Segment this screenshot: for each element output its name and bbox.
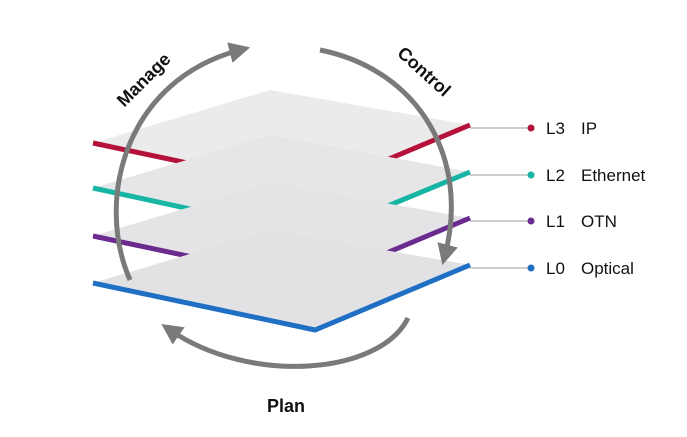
layer-plane-l0 [93, 230, 470, 330]
legend-code-l2: L2 [546, 166, 565, 185]
legend-code-l3: L3 [546, 119, 565, 138]
control-arrow [319, 47, 458, 266]
legend-name-l1: OTN [581, 212, 617, 231]
legend-dot-l3 [527, 124, 535, 132]
manage-label: Manage [113, 49, 175, 111]
plan-arrow [161, 316, 411, 369]
legend-dot-l1 [527, 217, 535, 225]
layer-planes [92, 90, 471, 333]
legend-dot-l0 [527, 264, 535, 272]
plan-label: Plan [267, 396, 305, 416]
legend-dot-l2 [527, 171, 535, 179]
layer-legend: L3 IP L2 Ethernet L1 OTN L0 Optical [470, 119, 646, 278]
manage-arrow [113, 42, 251, 282]
legend-name-l2: Ethernet [581, 166, 646, 185]
legend-code-l1: L1 [546, 212, 565, 231]
cycle-arrows [113, 42, 458, 369]
legend-name-l3: IP [581, 119, 597, 138]
legend-code-l0: L0 [546, 259, 565, 278]
layer-edge-l0 [92, 262, 471, 333]
legend-name-l0: Optical [581, 259, 634, 278]
